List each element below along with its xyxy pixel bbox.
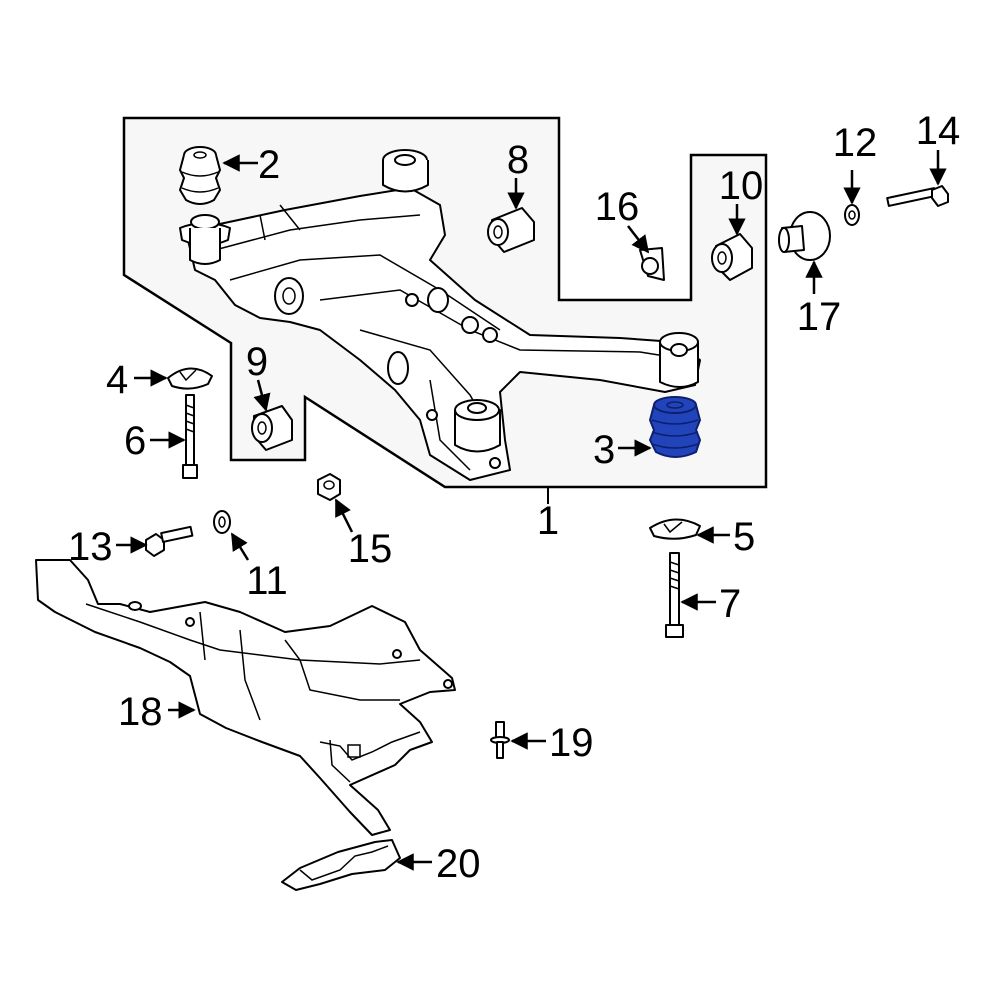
- callout-15: 15: [348, 527, 393, 571]
- bushing-9[interactable]: [251, 405, 293, 451]
- mount-plate-5[interactable]: [649, 518, 701, 540]
- callout-6: 6: [124, 419, 146, 463]
- bushing-8[interactable]: [487, 207, 535, 253]
- bolt-6[interactable]: [182, 394, 198, 479]
- nut-15[interactable]: [317, 473, 341, 501]
- washer-12[interactable]: [844, 204, 860, 226]
- bolt-7[interactable]: [665, 552, 684, 638]
- bolt-14[interactable]: [886, 185, 949, 207]
- callout-14: 14: [916, 109, 961, 153]
- callout-17: 17: [797, 295, 842, 339]
- callout-7: 7: [719, 582, 741, 626]
- leader-lines: [116, 150, 947, 871]
- callout-3: 3: [593, 428, 615, 472]
- callout-12: 12: [833, 121, 878, 165]
- clip-19[interactable]: [490, 721, 510, 759]
- callout-1: 1: [537, 499, 559, 543]
- mount-bushing-2[interactable]: [179, 146, 221, 205]
- washer-11[interactable]: [213, 510, 231, 534]
- callout-4: 4: [106, 358, 128, 402]
- mount-plate-4[interactable]: [167, 367, 213, 390]
- bolt-13[interactable]: [145, 525, 194, 557]
- clip-16[interactable]: [639, 247, 665, 281]
- callout-11: 11: [246, 559, 288, 603]
- subframe-assembly[interactable]: [179, 149, 701, 481]
- callout-2: 2: [258, 143, 280, 187]
- callout-13: 13: [68, 525, 113, 569]
- bracket-20[interactable]: [281, 839, 401, 891]
- callout-16: 16: [595, 185, 640, 229]
- mount-17[interactable]: [778, 211, 831, 261]
- highlighted-bushing-3[interactable]: [648, 396, 702, 458]
- callout-10: 10: [719, 164, 764, 208]
- callout-20: 20: [436, 842, 481, 886]
- callout-labels: 1 2 3 4 5 6 7 8 9 10 11 12 13 14 15 16 1…: [68, 109, 960, 886]
- callout-18: 18: [118, 690, 163, 734]
- underbody-shield-18[interactable]: [35, 559, 456, 836]
- callout-8: 8: [507, 138, 529, 182]
- callout-9: 9: [246, 340, 268, 384]
- callout-19: 19: [549, 721, 594, 765]
- callout-5: 5: [733, 515, 755, 559]
